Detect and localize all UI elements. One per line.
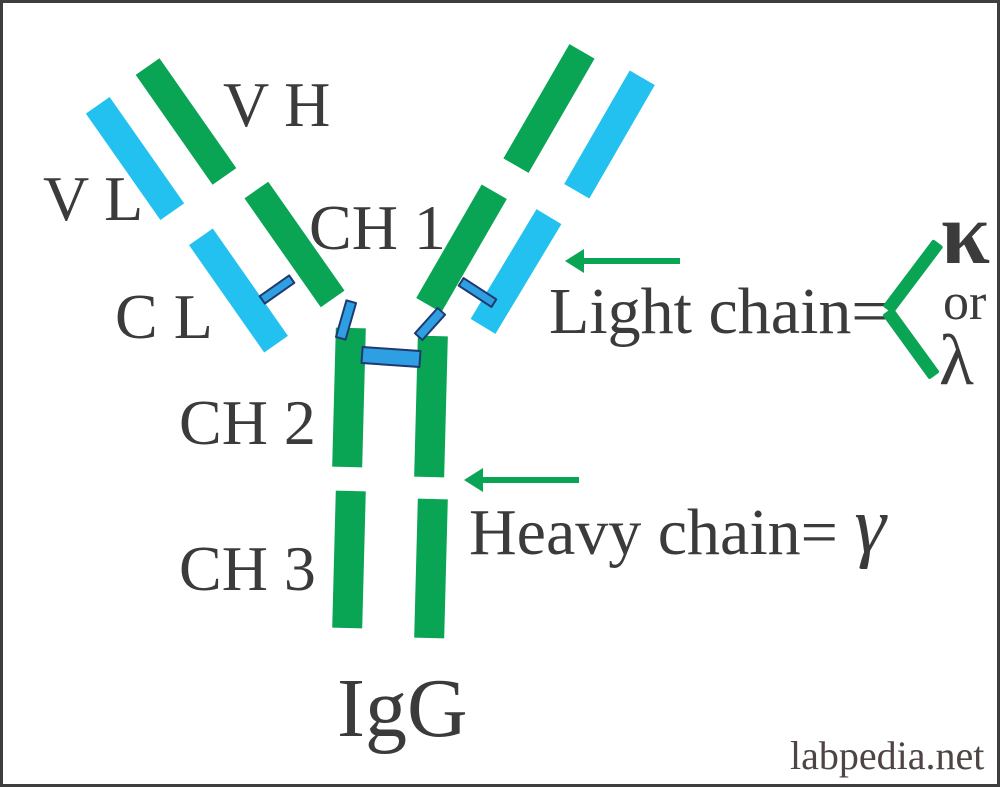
disulfide-bond-bridge [360, 345, 422, 369]
arrow-head [464, 468, 483, 492]
gamma-label: γ [854, 482, 886, 570]
cl-label: C L [115, 281, 213, 352]
kappa-label: κ [941, 186, 990, 283]
arrow-shaft [483, 477, 579, 483]
light-chain-arrow-icon [565, 249, 680, 273]
vh-label: V H [223, 69, 331, 140]
arrow-head [565, 249, 584, 273]
light-chain-label: Light chain= [549, 275, 889, 348]
heavy-chain-arrow-icon [464, 468, 579, 492]
ch3-label: CH 3 [179, 533, 316, 604]
kappa-lambda-brace-icon-top [882, 239, 944, 314]
heavy-chain-text: Heavy chain= [469, 496, 838, 569]
vl-label: V L [43, 163, 144, 234]
arrow-shaft [584, 258, 680, 264]
heavy-chain-label: Heavy chain= γ [469, 486, 886, 566]
igg-title: IgG [337, 662, 468, 755]
ch3-heavy-chain-bar-right [414, 498, 448, 639]
vl-light-chain-bar-right [564, 70, 655, 199]
lambda-label: λ [939, 320, 974, 400]
watermark: labpedia.net [790, 733, 985, 778]
kappa-lambda-brace-icon-bottom [882, 307, 940, 380]
or-label: or [943, 274, 987, 331]
ch2-label: CH 2 [179, 387, 316, 458]
disulfide-bond-left-arm [258, 274, 296, 305]
ch3-heavy-chain-bar-left [332, 490, 366, 629]
ch1-label: CH 1 [309, 192, 446, 263]
